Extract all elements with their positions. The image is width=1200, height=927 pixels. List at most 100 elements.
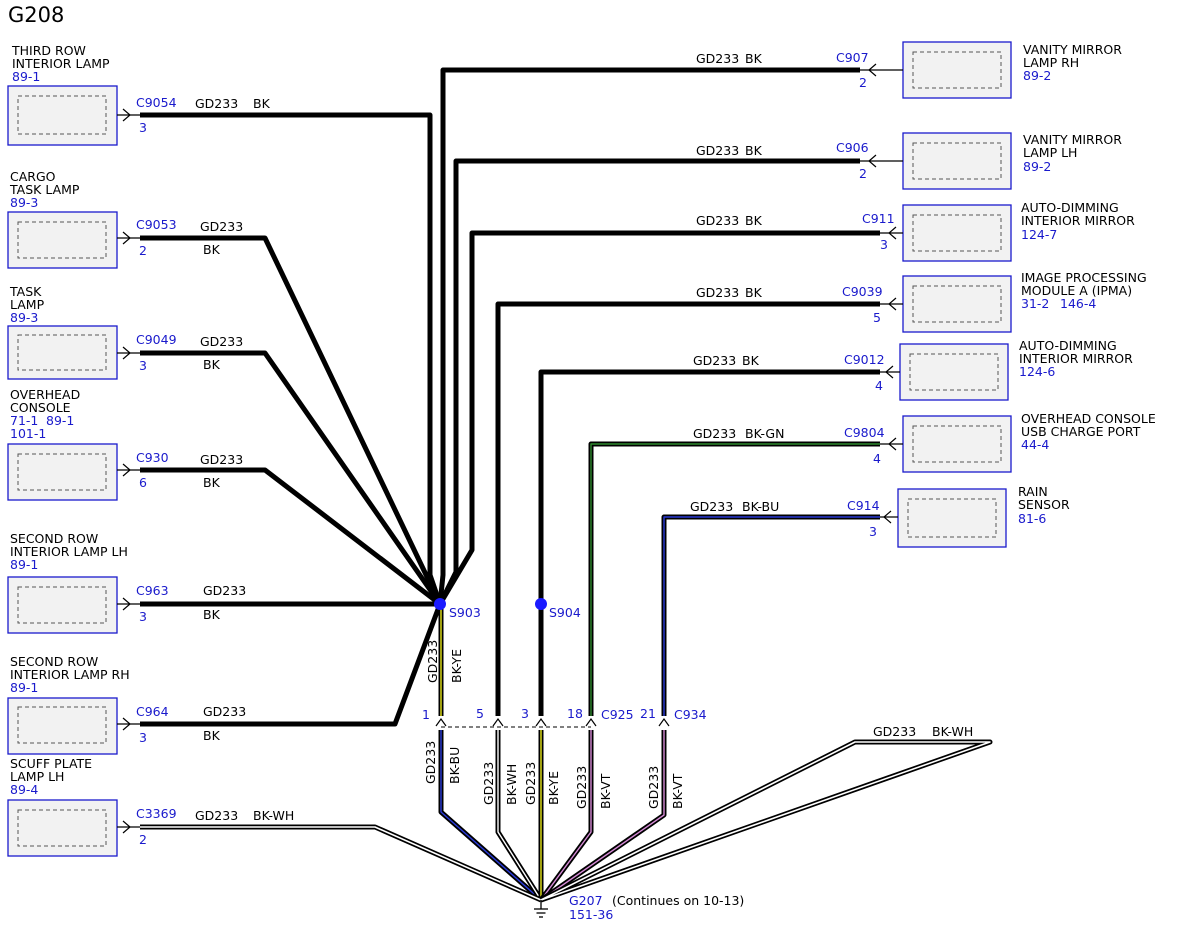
diagram-title: G208 [8, 3, 64, 27]
labels-scuff-plate-lamp-lh: SCUFF PLATE LAMP LH 89-4 C3369 2 GD233 B… [10, 756, 294, 847]
pin-label-3: 3 [521, 706, 529, 721]
labels-second-row-lamp-lh: SECOND ROW INTERIOR LAMP LH 89-1 C963 3 … [10, 531, 246, 624]
component-ref: 146-4 [1060, 296, 1096, 311]
component-name: IMAGE PROCESSING [1021, 270, 1147, 285]
wire-circuit: GD233 [574, 766, 589, 809]
labels-second-row-lamp-rh: SECOND ROW INTERIOR LAMP RH 89-1 C964 3 … [10, 654, 246, 745]
component-name: INTERIOR MIRROR [1019, 351, 1133, 366]
connector-c925-label: C925 [601, 707, 634, 722]
component-name: TASK [9, 284, 42, 299]
labels-auto-dimming-mirror-2: AUTO-DIMMING INTERIOR MIRROR 124-6 C9012… [693, 338, 1133, 393]
component-ref: 124-6 [1019, 364, 1055, 379]
wire-circuit: GD233 [873, 724, 916, 739]
wire-circuit: GD233 [696, 143, 739, 158]
component-ref: 31-2 [1021, 296, 1049, 311]
component-ref: 44-4 [1021, 437, 1049, 452]
component-name: CONSOLE [10, 400, 71, 415]
component-name: SENSOR [1018, 497, 1070, 512]
labels-rain-sensor: RAIN SENSOR 81-6 C914 3 GD233 BK-BU [690, 484, 1070, 539]
connector-id: C964 [136, 704, 169, 719]
pin-number: 3 [139, 120, 147, 135]
pin-number: 3 [139, 358, 147, 373]
wire-color: BK-GN [745, 426, 784, 441]
wire-color: BK [203, 728, 221, 743]
component-ref: 89-3 [10, 195, 38, 210]
wire-c914-stripe [663, 516, 880, 716]
connector-id: C963 [136, 583, 169, 598]
wire-c906 [437, 158, 860, 606]
component-usb-charge-port [880, 415, 1012, 473]
wire-g207-bkvt2-stripe [540, 730, 665, 901]
pin-number: 2 [859, 75, 867, 90]
pin-number: 3 [139, 609, 147, 624]
wire-c914 [661, 514, 880, 716]
wire-circuit: GD233 [423, 741, 438, 784]
component-name: INTERIOR LAMP RH [10, 667, 130, 682]
wire-circuit: GD233 [203, 583, 246, 598]
wire-circuit: GD233 [200, 219, 243, 234]
component-ref: 89-1 [10, 680, 38, 695]
wire-g207-bkvt1-stripe [540, 730, 592, 901]
component-ref: 89-1 [12, 69, 40, 84]
labels-vanity-mirror-lamp-rh: VANITY MIRROR LAMP RH 89-2 C907 2 GD233 … [696, 42, 1122, 90]
pin-label-1: 1 [422, 707, 430, 722]
component-ipma [880, 275, 1012, 333]
component-name: AUTO-DIMMING [1019, 338, 1117, 353]
pin-number: 3 [880, 237, 888, 252]
connector-c934-label: C934 [674, 707, 707, 722]
pin-number: 2 [139, 243, 147, 258]
component-name: SECOND ROW [10, 654, 98, 669]
wire-circuit: GD233 [425, 640, 440, 683]
component-ref: 89-4 [10, 782, 38, 797]
component-name: MODULE A (IPMA) [1021, 283, 1132, 298]
pin-label-18: 18 [567, 706, 583, 721]
wire-color: BK [745, 213, 763, 228]
wire-color: BK [203, 357, 221, 372]
ground-symbol [534, 900, 548, 918]
pin-number: 2 [139, 832, 147, 847]
component-ref: 89-2 [1023, 159, 1051, 174]
wire-c3369-stripe [140, 826, 542, 901]
connector-id: C3369 [136, 806, 177, 821]
pin-number: 4 [873, 451, 881, 466]
wire-g207-bkvt1 [538, 730, 594, 902]
component-ref: 71-1 [10, 413, 38, 428]
component-ref: 81-6 [1018, 511, 1046, 526]
labels-vanity-mirror-lamp-lh: VANITY MIRROR LAMP LH 89-2 C906 2 GD233 … [696, 132, 1122, 181]
labels-cargo-task-lamp: CARGO TASK LAMP 89-3 C9053 2 GD233 BK [9, 169, 243, 258]
wire-circuit: GD233 [523, 762, 538, 805]
splice-s903-dot [434, 598, 446, 610]
component-auto-dimming-mirror-2 [880, 343, 1009, 401]
labels-auto-dimming-mirror-1: AUTO-DIMMING INTERIOR MIRROR 124-7 C911 … [696, 200, 1135, 252]
wire-c9053 [140, 235, 443, 606]
component-ref: 101-1 [10, 426, 46, 441]
wire-offpage-stripe [540, 741, 991, 901]
component-name: LAMP LH [10, 769, 64, 784]
ground-name: G207 [569, 893, 603, 908]
wire-c9012 [538, 369, 880, 604]
connector-id: C9053 [136, 217, 177, 232]
arrow-pin1 [435, 717, 447, 727]
component-name: USB CHARGE PORT [1021, 424, 1141, 439]
component-name: OVERHEAD CONSOLE [1021, 411, 1156, 426]
connector-id: C9054 [136, 95, 177, 110]
connector-id: C906 [836, 140, 869, 155]
wire-c9804 [588, 441, 880, 716]
wire-circuit: GD233 [696, 213, 739, 228]
pin-number: 6 [139, 475, 147, 490]
component-third-row-interior-lamp [7, 85, 140, 146]
wires [140, 67, 993, 903]
component-ref: 89-3 [10, 310, 38, 325]
wire-circuit: GD233 [195, 808, 238, 823]
wire-c930 [140, 467, 442, 606]
component-task-lamp [7, 325, 140, 380]
connector-id: C930 [136, 450, 169, 465]
wire-color: BK-WH [253, 808, 294, 823]
wire-circuit: GD233 [203, 704, 246, 719]
wire-circuit: GD233 [693, 426, 736, 441]
arrow-pin21 [658, 717, 670, 727]
labels-task-lamp: TASK LAMP 89-3 C9049 3 GD233 BK [9, 284, 243, 373]
component-cargo-task-lamp [7, 211, 140, 269]
component-scuff-plate-lamp-lh [7, 799, 140, 857]
